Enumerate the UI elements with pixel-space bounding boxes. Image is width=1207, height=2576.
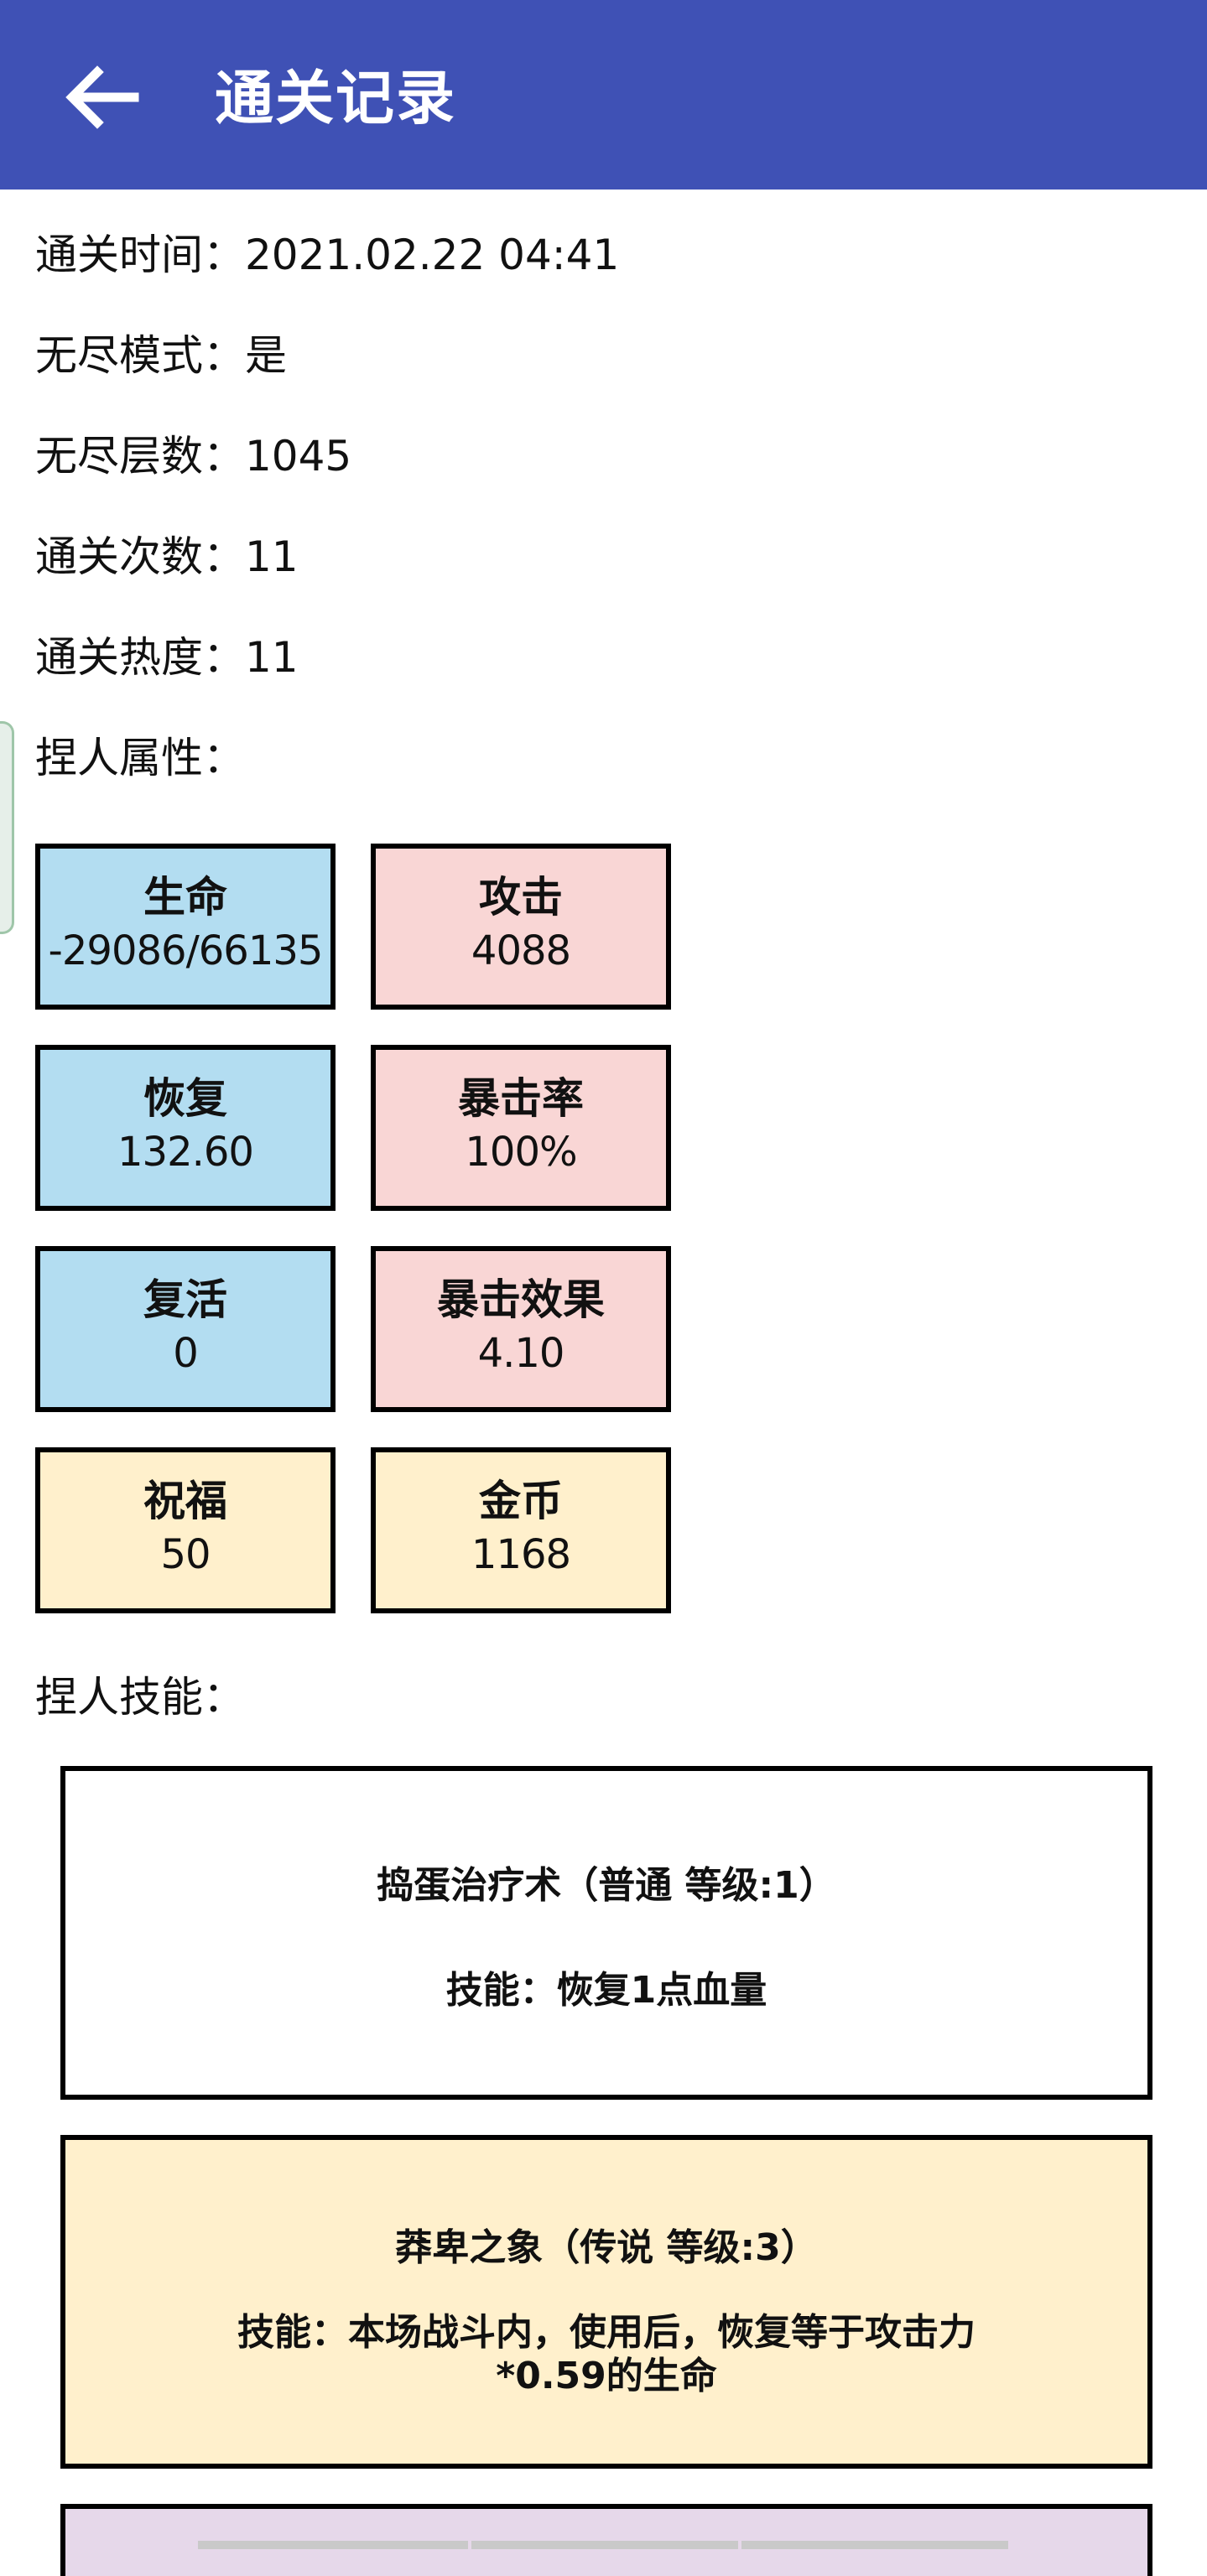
stat-label: 暴击效果 bbox=[437, 1275, 605, 1324]
stat-value: 50 bbox=[160, 1531, 211, 1578]
app-bar: 通关记录 bbox=[0, 0, 1207, 190]
skill-tab[interactable] bbox=[471, 2541, 738, 2549]
skill-title: 捣蛋治疗术（普通 等级:1） bbox=[377, 1864, 836, 1907]
stat-label: 攻击 bbox=[479, 873, 563, 922]
skill-description: 技能：恢复1点血量 bbox=[445, 1969, 767, 2012]
stat-label: 生命 bbox=[143, 873, 227, 922]
stat-value: 1168 bbox=[471, 1531, 571, 1578]
stat-label: 金币 bbox=[479, 1477, 563, 1525]
stat-box-attack: 攻击 4088 bbox=[371, 844, 671, 1010]
skill-description: 技能：本场战斗内，使用后，恢复等于攻击力*0.59的生命 bbox=[237, 2311, 975, 2397]
clear-heat-text: 通关热度：11 bbox=[35, 633, 299, 682]
stat-box-crit-effect: 暴击效果 4.10 bbox=[371, 1246, 671, 1412]
skill-card[interactable]: 莽卑之象（传说 等级:3） 技能：本场战斗内，使用后，恢复等于攻击力*0.59的… bbox=[60, 2135, 1152, 2469]
skill-card[interactable]: 捣蛋治疗术（普通 等级:1） 技能：恢复1点血量 bbox=[60, 1766, 1152, 2100]
stat-label: 祝福 bbox=[143, 1477, 227, 1525]
stat-value: 4088 bbox=[471, 927, 571, 974]
skill-title: 莽卑之象（传说 等级:3） bbox=[395, 2226, 818, 2269]
stat-value: 132.60 bbox=[117, 1129, 254, 1176]
stat-label: 暴击率 bbox=[458, 1074, 584, 1123]
stat-value: -29086/66135 bbox=[48, 927, 324, 974]
stat-box-crit-rate: 暴击率 100% bbox=[371, 1045, 671, 1211]
stat-label: 恢复 bbox=[143, 1074, 227, 1123]
stat-value: 100% bbox=[465, 1129, 577, 1176]
stat-box-blessing: 祝福 50 bbox=[35, 1447, 336, 1613]
clear-count-text: 通关次数：11 bbox=[35, 532, 299, 581]
endless-floors-text: 无尽层数：1045 bbox=[35, 432, 352, 480]
page-title: 通关记录 bbox=[215, 64, 456, 132]
stat-label: 复活 bbox=[143, 1275, 227, 1324]
skills-header: 捏人技能： bbox=[35, 1673, 245, 1722]
attributes-header: 捏人属性： bbox=[35, 734, 245, 782]
stat-box-regen: 恢复 132.60 bbox=[35, 1045, 336, 1211]
stat-box-hp: 生命 -29086/66135 bbox=[35, 844, 336, 1010]
skill-tab[interactable] bbox=[741, 2541, 1008, 2549]
clear-time-text: 通关时间：2021.02.22 04:41 bbox=[35, 231, 620, 279]
arrow-left-icon[interactable] bbox=[64, 64, 139, 131]
skill-card[interactable] bbox=[60, 2504, 1152, 2576]
stat-box-revive: 复活 0 bbox=[35, 1246, 336, 1412]
skill-tab[interactable] bbox=[198, 2541, 468, 2549]
stat-value: 4.10 bbox=[477, 1330, 565, 1377]
stat-value: 0 bbox=[173, 1330, 199, 1377]
drawer-handle[interactable] bbox=[0, 721, 14, 934]
stat-box-gold: 金币 1168 bbox=[371, 1447, 671, 1613]
endless-mode-text: 无尽模式：是 bbox=[35, 331, 287, 380]
